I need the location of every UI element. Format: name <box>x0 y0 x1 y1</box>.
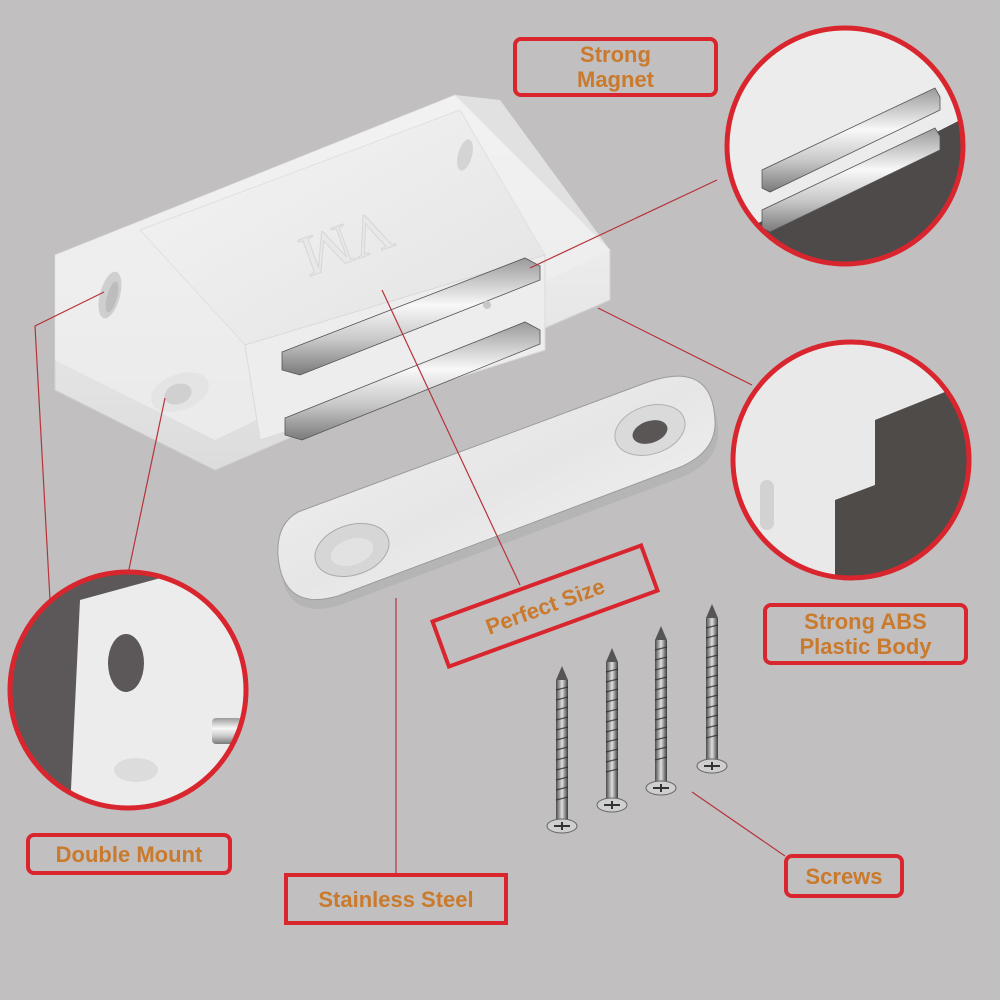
strong-magnet-text: Strong Magnet <box>577 42 654 92</box>
stainless-steel-label: Stainless Steel <box>284 873 508 925</box>
magnet-bar-bottom <box>284 321 541 441</box>
double-mount-label: Double Mount <box>26 833 232 875</box>
strong-magnet-label: Strong Magnet <box>513 37 718 97</box>
double-mount-text: Double Mount <box>55 841 203 867</box>
strong-abs-label: Strong ABS Plastic Body <box>763 603 968 665</box>
screws-group <box>546 604 728 834</box>
strike-plate <box>277 375 719 609</box>
strong-abs-text: Strong ABS Plastic Body <box>799 609 932 659</box>
screw-4 <box>696 604 728 774</box>
screw-3 <box>645 626 677 796</box>
leader-lines <box>34 179 786 874</box>
screws-label: Screws <box>784 854 904 898</box>
screw-1 <box>546 666 578 834</box>
magnet-detail-circle <box>724 25 966 267</box>
stainless-steel-text: Stainless Steel <box>318 886 474 912</box>
magnet-catch-body: VM <box>54 94 611 471</box>
abs-body-detail-circle <box>730 339 972 581</box>
double-mount-detail-circle <box>7 569 249 811</box>
screws-text: Screws <box>805 863 883 889</box>
magnet-bar-top <box>281 257 541 376</box>
